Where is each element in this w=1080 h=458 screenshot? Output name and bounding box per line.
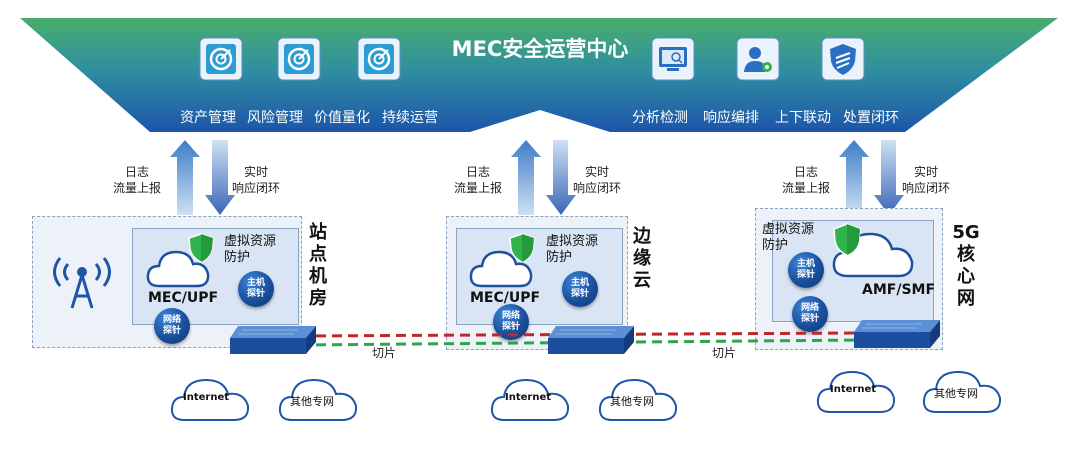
region-title-5g-core: 5G核心网 xyxy=(952,222,980,309)
internet-label-2: Internet xyxy=(505,392,552,403)
virtual-protect-label-3: 虚拟资源防护 xyxy=(762,222,815,253)
flow-up-label-3: 日志流量上报 xyxy=(782,165,831,195)
feature-response-orch: 响应编排 xyxy=(703,110,759,126)
target-icon xyxy=(198,36,244,82)
flow-up-label-1: 日志流量上报 xyxy=(113,165,162,195)
feature-risk-mgmt: 风险管理 xyxy=(247,110,303,126)
feature-closed-loop: 处置闭环 xyxy=(843,110,899,126)
flow-up-label-2: 日志流量上报 xyxy=(454,165,503,195)
net-probe-1: 网络探针 xyxy=(154,308,190,344)
target-icon xyxy=(356,36,402,82)
network-switch-icon xyxy=(854,320,940,348)
network-switch-icon xyxy=(548,326,634,354)
user-gear-icon xyxy=(735,36,781,82)
monitor-search-icon xyxy=(650,36,696,82)
shield-icon xyxy=(833,223,861,256)
internet-label-1: Internet xyxy=(183,392,230,403)
internet-cloud-icon xyxy=(170,378,250,421)
internet-cloud-icon xyxy=(490,378,570,421)
network-switch-icon xyxy=(230,326,316,354)
internet-label-3: Internet xyxy=(830,384,877,395)
private-net-label-3: 其他专网 xyxy=(934,387,978,400)
slice-label-1: 切片 xyxy=(372,346,397,360)
soc-title: MEC安全运营中心 xyxy=(451,37,629,61)
net-probe-3: 网络探针 xyxy=(792,296,828,332)
node-label-1: MEC/UPF xyxy=(148,290,219,306)
region-title-edge-cloud: 边缘云 xyxy=(633,226,651,291)
feature-value-quant: 价值量化 xyxy=(314,110,370,126)
flow-arrows xyxy=(170,140,904,215)
feature-continuous-ops: 持续运营 xyxy=(382,110,438,126)
host-probe-3: 主机探针 xyxy=(788,252,824,288)
internet-cloud-icon xyxy=(816,370,896,413)
private-net-cloud-icon xyxy=(598,378,678,421)
shield-icon xyxy=(509,233,535,263)
feature-analysis-detect: 分析检测 xyxy=(632,110,688,126)
node-label-2: MEC/UPF xyxy=(470,290,541,306)
node-cloud-icon xyxy=(469,250,533,288)
antenna-icon xyxy=(53,257,111,309)
flow-down-label-1: 实时响应闭环 xyxy=(232,165,281,195)
private-net-label-1: 其他专网 xyxy=(290,395,334,408)
shield-icon xyxy=(820,36,866,82)
host-probe-1: 主机探针 xyxy=(238,271,274,307)
shield-icon xyxy=(188,233,214,263)
private-net-cloud-icon xyxy=(278,378,358,421)
feature-asset-mgmt: 资产管理 xyxy=(180,110,236,126)
virtual-protect-label-1: 虚拟资源防护 xyxy=(224,234,277,265)
region-title-site-room: 站点机房 xyxy=(309,222,327,309)
flow-down-label-3: 实时响应闭环 xyxy=(902,165,951,195)
virtual-protect-label-2: 虚拟资源防护 xyxy=(546,234,599,265)
node-cloud-icon xyxy=(146,250,210,288)
flow-down-label-2: 实时响应闭环 xyxy=(573,165,622,195)
node-label-3: AMF/SMF xyxy=(862,282,936,298)
soc-banner xyxy=(20,18,1058,132)
slice-label-2: 切片 xyxy=(712,346,737,360)
host-probe-2: 主机探针 xyxy=(562,271,598,307)
private-net-label-2: 其他专网 xyxy=(610,395,654,408)
target-icon xyxy=(276,36,322,82)
feature-linkage: 上下联动 xyxy=(775,110,831,126)
private-net-cloud-icon xyxy=(922,370,1002,413)
